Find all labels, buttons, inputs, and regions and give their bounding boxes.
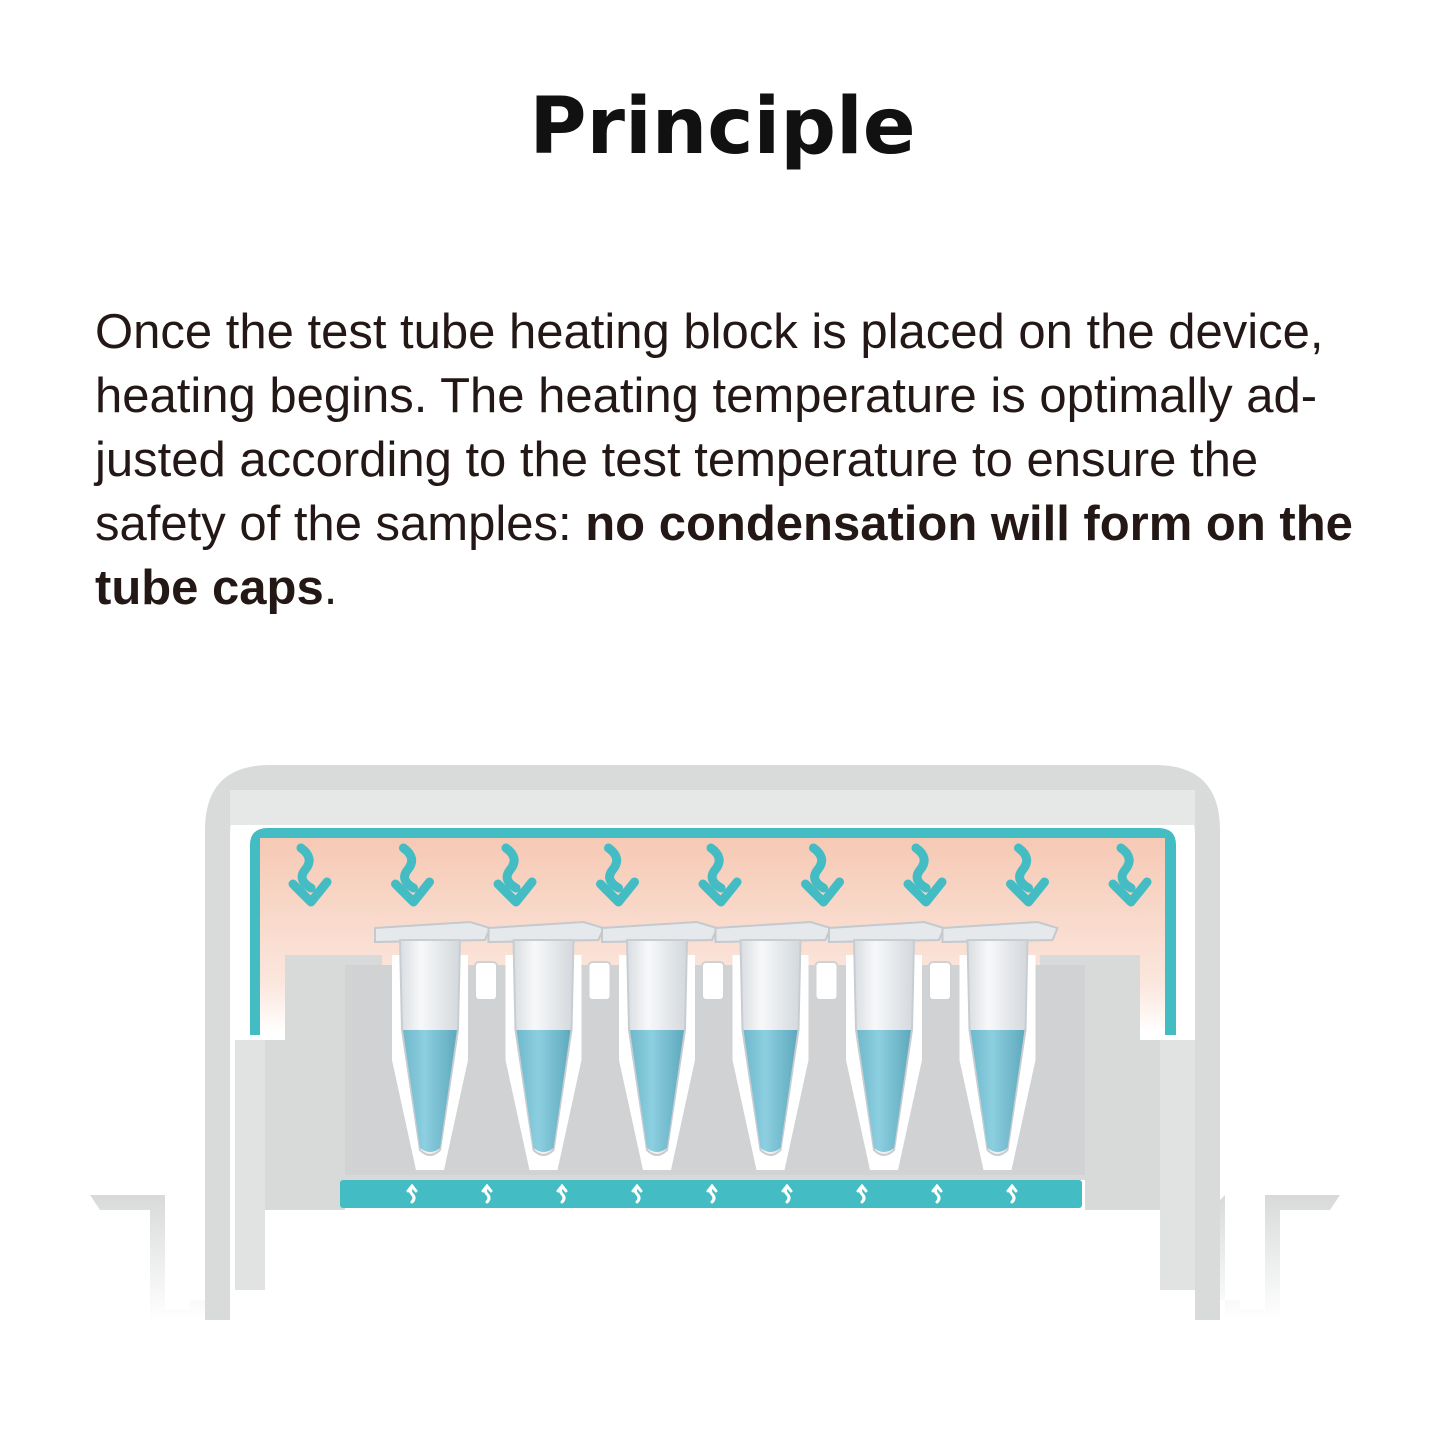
small-up-arrow-icon — [706, 1183, 718, 1204]
liquid — [403, 1030, 457, 1152]
liquid — [970, 1030, 1025, 1152]
wavy-down-arrow-icon — [801, 843, 844, 907]
liquid — [630, 1030, 684, 1152]
small-up-arrow-icon — [931, 1183, 943, 1204]
small-up-arrow-icon — [406, 1183, 418, 1204]
sample-tubes — [374, 920, 1059, 1156]
page-title: Principle — [529, 82, 916, 172]
small-up-arrow-icon — [856, 1183, 868, 1204]
liquid — [743, 1030, 798, 1152]
bottom-arrows — [406, 1183, 1018, 1204]
sample-tube — [714, 920, 832, 1156]
small-up-arrow-icon — [556, 1183, 568, 1204]
sample-tube — [828, 920, 946, 1156]
wavy-down-arrow-icon — [1108, 843, 1152, 907]
wavy-down-arrow-icon — [1006, 843, 1049, 907]
wavy-down-arrow-icon — [903, 843, 947, 907]
wavy-down-arrow-icon — [391, 843, 434, 907]
base-left-housing — [90, 1195, 215, 1320]
wavy-down-arrow-icon — [493, 843, 537, 907]
liquid — [516, 1030, 571, 1152]
sample-tube — [374, 920, 492, 1156]
description-emphasis: no condensation will form on the tube ca… — [95, 497, 1353, 615]
sample-tube — [601, 920, 719, 1156]
small-up-arrow-icon — [1006, 1183, 1018, 1204]
description-end: . — [323, 561, 338, 615]
sample-tube — [487, 920, 605, 1156]
top-arrows — [288, 843, 1152, 907]
principle-description: Once the test tube heating block is plac… — [95, 300, 1365, 620]
wavy-down-arrow-icon — [596, 843, 639, 907]
base-right-housing — [1215, 1195, 1340, 1320]
heating-block-diagram — [90, 765, 1340, 1320]
liquid — [857, 1030, 911, 1152]
description-intro: Once the test tube heating block is plac… — [95, 305, 1324, 551]
wavy-down-arrow-icon — [698, 843, 742, 907]
wavy-down-arrow-icon — [288, 843, 332, 907]
sample-tube — [941, 920, 1059, 1156]
small-up-arrow-icon — [631, 1183, 643, 1204]
small-up-arrow-icon — [481, 1183, 493, 1204]
small-up-arrow-icon — [781, 1183, 793, 1204]
